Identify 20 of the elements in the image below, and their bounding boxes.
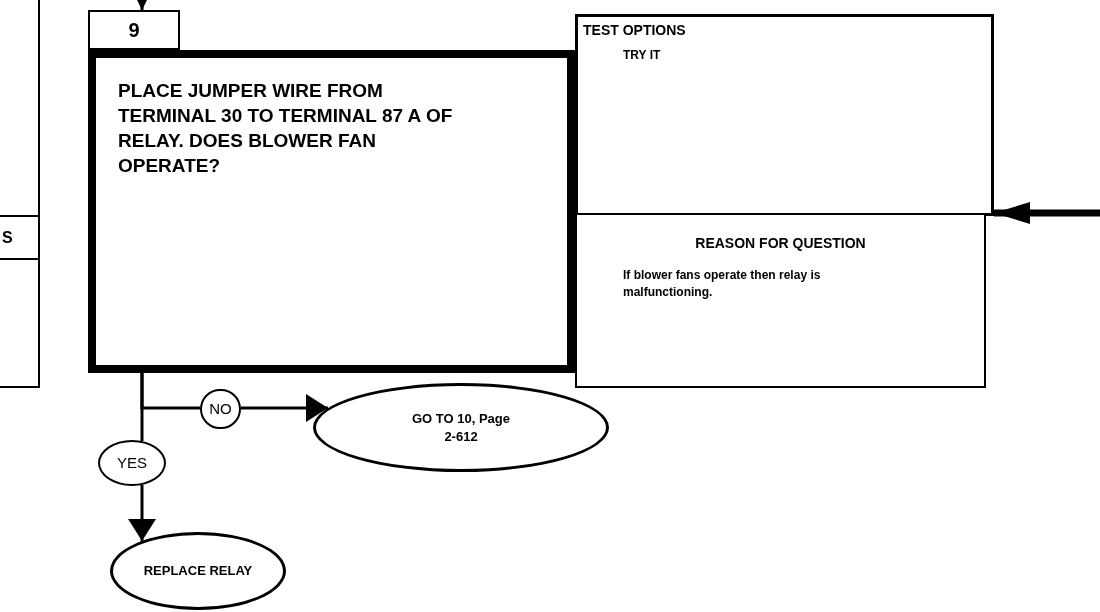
step-number: 9: [128, 18, 140, 43]
option-text: TRY IT: [623, 47, 661, 64]
step-number-box: [88, 10, 180, 50]
connector-arrow: [994, 202, 1100, 224]
question-text: PLACE JUMPER WIRE FROM TERMINAL 30 TO TERMINAL 87 A OF RELAY. DOES BLOWER FAN OPERATE?: [118, 79, 454, 178]
reason-box: [575, 213, 986, 388]
panel-box: [0, 0, 40, 388]
panel-heading: S: [2, 227, 13, 248]
reason-text: If blower fans operate then relay is malfunctioning.: [623, 267, 822, 301]
connector-arrow: [131, 485, 153, 541]
connector-arrow: [137, 0, 147, 10]
terminal-text: REPLACE RELAY: [142, 562, 254, 580]
panel-heading: TEST OPTIONS: [583, 21, 686, 40]
test-options-box: [575, 14, 994, 216]
terminal-text: GO TO 10, Page 2-612: [411, 409, 511, 446]
connector-arrow: [241, 397, 328, 419]
question-box: [88, 50, 575, 373]
panel-heading: REASON FOR QUESTION: [694, 234, 867, 253]
answer-label: NO: [209, 398, 232, 419]
answer-label: YES: [117, 452, 147, 473]
